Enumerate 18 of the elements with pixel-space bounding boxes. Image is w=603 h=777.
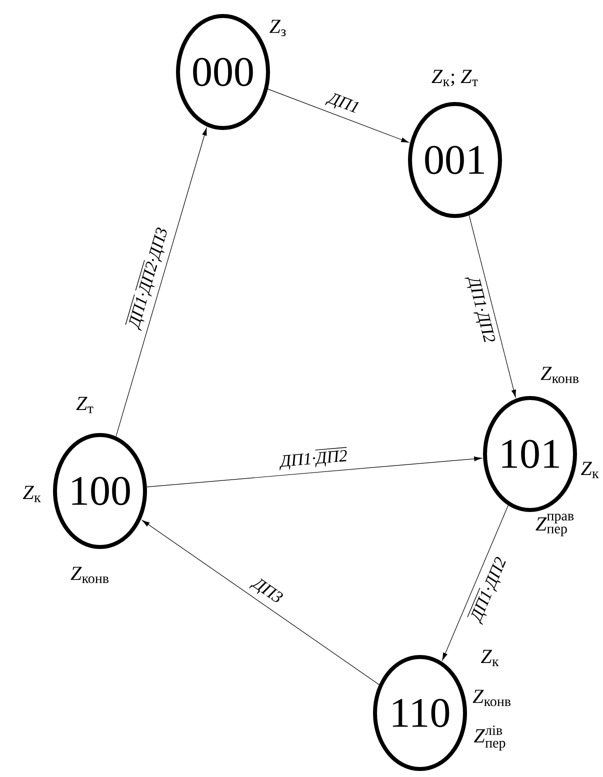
state-output: $\text{\textit{Z}}_{\text{к}}$ — [580, 462, 599, 478]
state-output: $\text{\textit{Z}}_{\text{конв}}$ — [540, 366, 579, 384]
state-output: $\text{\textit{Z}}_{\text{к}}$ — [22, 486, 41, 502]
state-output: $\text{\textit{Z}}_{\text{з}}$ — [270, 20, 286, 36]
arrow — [146, 456, 482, 488]
arrow — [268, 88, 409, 143]
state-output: $\text{\textit{Z}}_{\text{пер}}^{\text{прав}}$ — [536, 514, 574, 536]
state-output: $\text{\textit{Z}}_{\text{конв}}$ — [472, 690, 511, 706]
state-output: $\text{\textit{Z}}_{\text{конв}}$ — [70, 566, 109, 584]
state-output: $\text{\textit{Z}}_{\text{к}}$ — [480, 650, 499, 666]
arrow — [142, 520, 380, 685]
edge-label: $\text{ДП3}$ — [248, 578, 283, 602]
state-output: $\text{\textit{Z}}_{\text{к}}\text{; }\text{\textit{Z}}_{\text{т}}$ — [432, 70, 478, 86]
state-output: $\text{\textit{Z}}_{\text{т}}$ — [76, 396, 94, 414]
edge-label: $\text{ДП1·}\overline{\text{ДП2}}$ — [280, 447, 347, 470]
arrow — [116, 128, 207, 437]
edge-label: $\text{ДП1}$ — [324, 93, 359, 113]
state-output: $\text{\textit{Z}}_{\text{пер}}^{\text{лів}}$ — [474, 726, 506, 750]
